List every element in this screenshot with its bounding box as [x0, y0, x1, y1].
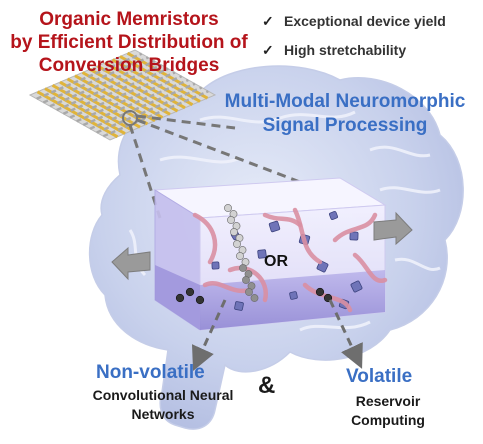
- nanocube: [349, 231, 359, 241]
- nanocube: [257, 249, 267, 259]
- silver-electrode: [36, 52, 143, 100]
- silver-electrode: [102, 90, 209, 138]
- processing-line-1: Multi-Modal Neuromorphic: [224, 91, 466, 112]
- silver-electrode: [42, 56, 149, 104]
- reservoir-line-1: Reservoir: [355, 393, 421, 409]
- feature-yield: ✓ Exceptional device yield: [262, 13, 446, 30]
- polymer-fiber: [262, 212, 303, 228]
- bridge-bead: [224, 204, 232, 212]
- dark-bead: [315, 287, 325, 297]
- dark-bead: [175, 293, 185, 303]
- feature-label: High stretchability: [284, 42, 407, 58]
- ampersand-connector: &: [258, 372, 276, 399]
- dark-bead: [185, 287, 195, 297]
- title-line-1: Organic Memristors: [39, 9, 219, 30]
- bridge-bead: [239, 264, 247, 272]
- bridge-bead: [236, 252, 244, 260]
- non-volatile-arrow: [191, 299, 227, 371]
- cnn-line-1: Convolutional Neural: [92, 387, 234, 403]
- nanocube: [234, 301, 244, 311]
- main-title: Organic Memristors by Efficient Distribu…: [0, 8, 258, 77]
- title-line-3: Conversion Bridges: [38, 55, 220, 76]
- feature-stretchability: ✓ High stretchability: [262, 42, 406, 59]
- non-volatile-heading: Non-volatile: [96, 362, 205, 383]
- bridge-bead: [233, 240, 241, 248]
- polymer-fiber: [292, 207, 323, 265]
- bridge-bead: [227, 216, 235, 224]
- crossbar-array-illustration: [28, 49, 217, 141]
- right-arrow-icon: [373, 211, 413, 246]
- silver-electrode: [56, 63, 163, 112]
- check-icon: ✓: [262, 13, 274, 29]
- silver-electrode: [49, 60, 156, 108]
- silver-electrode: [96, 86, 203, 134]
- nanocube: [211, 261, 220, 270]
- nanocube: [350, 280, 363, 293]
- polymer-fiber: [227, 266, 269, 303]
- polymer-fiber: [202, 281, 253, 294]
- silver-electrode: [76, 75, 183, 123]
- title-line-2: by Efficient Distribution of: [10, 32, 248, 53]
- polymer-fiber: [192, 212, 218, 265]
- left-arrow-icon: [111, 246, 151, 281]
- non-volatile-description: Convolutional Neural Networks: [48, 386, 278, 424]
- silver-electrode: [62, 67, 169, 115]
- silver-electrode: [89, 82, 196, 130]
- feature-label: Exceptional device yield: [284, 13, 446, 29]
- or-label: OR: [264, 253, 288, 270]
- volatile-arrow: [328, 299, 363, 369]
- volatile-description: Reservoir Computing: [320, 392, 456, 430]
- volatile-heading: Volatile: [346, 366, 413, 387]
- dark-bead: [195, 295, 205, 305]
- nanocube: [268, 220, 281, 233]
- processing-line-2: Signal Processing: [262, 115, 428, 136]
- bridge-bead: [242, 276, 250, 284]
- silver-electrode: [69, 71, 176, 119]
- nanocube: [289, 291, 298, 300]
- bridge-bead: [230, 228, 238, 236]
- processing-heading: Multi-Modal Neuromorphic Signal Processi…: [214, 90, 476, 138]
- polymer-fiber: [332, 212, 378, 243]
- nanocube: [329, 211, 338, 220]
- silver-electrode: [82, 78, 189, 127]
- dark-bead: [323, 293, 333, 303]
- channel-block-illustration: [153, 177, 388, 331]
- check-icon: ✓: [262, 42, 274, 58]
- polymer-fiber: [352, 252, 388, 283]
- reservoir-line-2: Computing: [351, 412, 425, 428]
- bridge-bead: [250, 294, 259, 302]
- bridge-bead: [245, 288, 253, 296]
- cnn-line-2: Networks: [131, 406, 195, 422]
